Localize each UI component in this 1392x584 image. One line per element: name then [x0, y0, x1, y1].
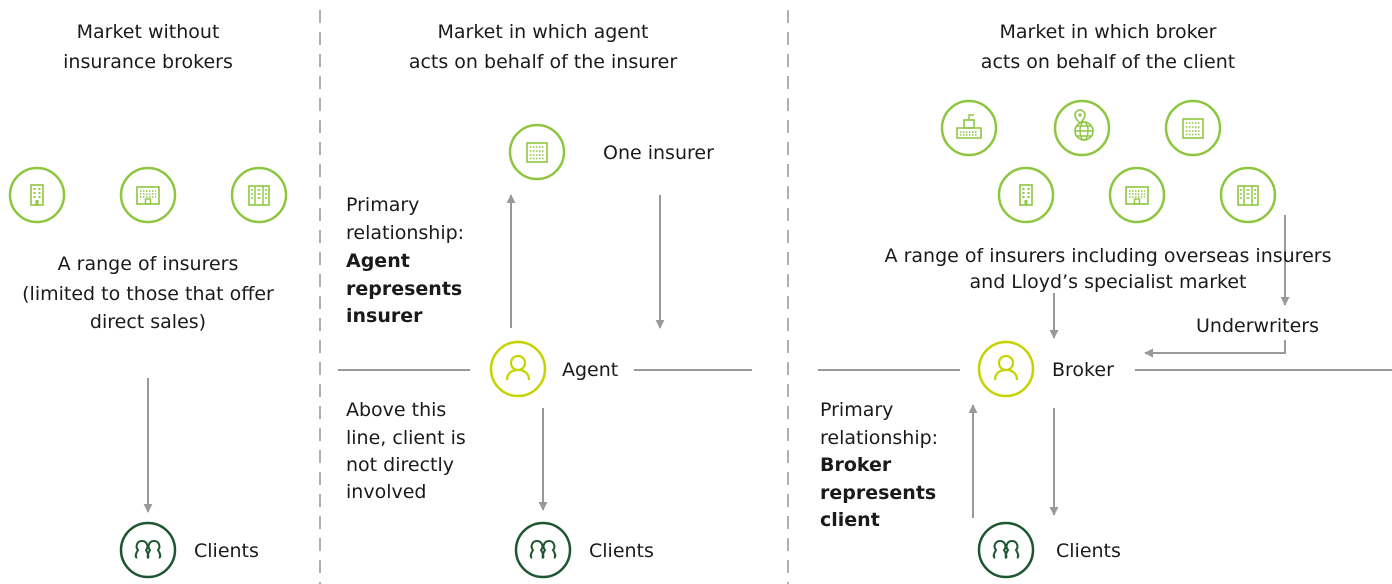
right-primary-bold3: client — [820, 509, 880, 531]
middle-primary-line2: relationship: — [346, 222, 465, 244]
insurer-icon-office — [1164, 99, 1222, 157]
note-line4: involved — [346, 481, 427, 503]
note-line2: line, client is — [346, 427, 466, 449]
clients-group-icon — [514, 521, 572, 579]
right-primary-bold2: represents — [820, 482, 937, 504]
middle-heading-line2: acts on behalf of the insurer — [408, 51, 678, 73]
broker-label: Broker — [1052, 359, 1114, 381]
right-insurers-line2: and Lloyd’s specialist market — [969, 271, 1247, 293]
agent-label: Agent — [562, 359, 619, 381]
right-insurers-line1: A range of insurers including overseas i… — [884, 245, 1332, 267]
right-clients-label: Clients — [1056, 540, 1121, 562]
insurer-icon-tall — [997, 166, 1055, 224]
insurer-icon-wide — [1108, 166, 1166, 224]
insurer-icon-1 — [8, 166, 66, 224]
insurer-icon-hq — [940, 99, 998, 157]
insurer-icon-3 — [230, 166, 288, 224]
middle-primary-bold2: represents — [346, 278, 463, 300]
broker-person-icon — [977, 340, 1035, 398]
left-clients-label: Clients — [194, 540, 259, 562]
clients-group-icon — [977, 521, 1035, 579]
note-line1: Above this — [346, 399, 447, 421]
right-primary-line1: Primary — [820, 399, 894, 421]
right-heading-line1: Market in which broker — [999, 21, 1217, 43]
left-heading-line1: Market without — [76, 21, 220, 43]
right-primary-bold1: Broker — [820, 454, 892, 476]
one-insurer-icon — [508, 123, 566, 181]
middle-primary-bold3: insurer — [346, 305, 423, 327]
middle-primary-bold1: Agent — [346, 250, 410, 272]
left-insurers-line2: (limited to those that offer — [22, 283, 274, 305]
globe-icon — [1053, 99, 1111, 157]
left-insurers-line3: direct sales) — [89, 311, 207, 333]
middle-heading-line1: Market in which agent — [437, 21, 649, 43]
arrow-underwriters-to-broker — [1144, 340, 1286, 358]
clients-group-icon — [119, 521, 177, 579]
right-heading-line2: acts on behalf of the client — [980, 51, 1236, 73]
right-primary-line2: relationship: — [820, 427, 939, 449]
middle-primary-line1: Primary — [346, 194, 420, 216]
insurer-icon-block — [1219, 166, 1277, 224]
left-heading-line2: insurance brokers — [63, 51, 233, 73]
middle-clients-label: Clients — [589, 540, 654, 562]
agent-person-icon — [489, 340, 547, 398]
underwriters-label: Underwriters — [1196, 315, 1319, 337]
one-insurer-label: One insurer — [603, 142, 714, 164]
note-line3: not directly — [346, 454, 454, 476]
left-insurers-line1: A range of insurers — [57, 253, 239, 275]
insurer-icon-2 — [119, 166, 177, 224]
